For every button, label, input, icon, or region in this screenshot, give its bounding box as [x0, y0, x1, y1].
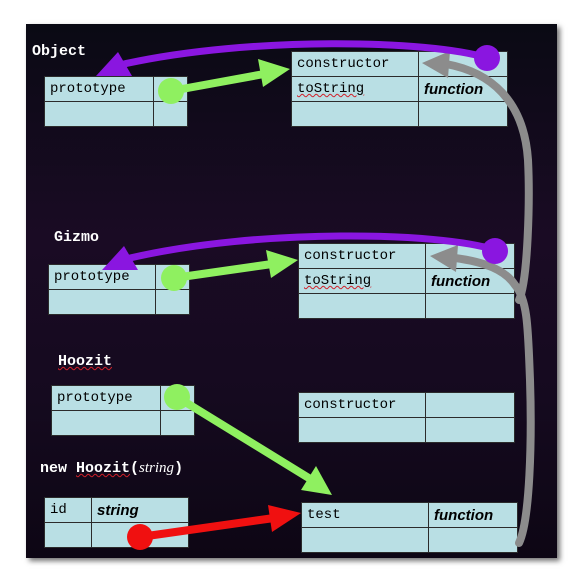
object-proto-tostring-value: function — [418, 76, 508, 102]
table-row: prototype — [51, 385, 195, 411]
object-prototype-value — [153, 76, 188, 102]
gizmo-function-table: prototype — [48, 264, 190, 315]
gizmo-proto-constructor-value — [425, 243, 515, 269]
object-prototype-table: constructor toString function — [291, 51, 508, 127]
table-row: id string — [44, 497, 189, 523]
empty-cell — [418, 101, 508, 127]
gizmo-prototype-value — [155, 264, 190, 290]
table-row — [48, 289, 190, 315]
new-hoozit-arg: string — [139, 460, 175, 476]
table-row: prototype — [48, 264, 190, 290]
object-proto-constructor-key: constructor — [291, 51, 419, 77]
empty-cell — [51, 410, 161, 436]
table-row — [44, 101, 188, 127]
empty-cell — [91, 522, 189, 548]
test-prototype-table: test function — [301, 502, 518, 553]
paren-open: ( — [130, 460, 140, 477]
gizmo-proto-tostring-key: toString — [298, 268, 426, 294]
hoozit-function-table: prototype — [51, 385, 195, 436]
hoozit-proto-constructor-value — [425, 392, 515, 418]
table-row — [291, 101, 508, 127]
empty-cell — [425, 293, 515, 319]
table-row — [298, 293, 515, 319]
hoozit-prototype-table: constructor — [298, 392, 515, 443]
table-row: constructor — [298, 392, 515, 418]
new-keyword: new — [40, 460, 77, 477]
test-key: test — [301, 502, 429, 528]
object-proto-constructor-value — [418, 51, 508, 77]
instance-table: id string — [44, 497, 189, 548]
new-hoozit-name: Hoozit — [76, 460, 131, 477]
object-function-table: prototype — [44, 76, 188, 127]
instance-id-key: id — [44, 497, 92, 523]
empty-cell — [44, 522, 92, 548]
empty-cell — [301, 527, 429, 553]
table-row — [44, 522, 189, 548]
hoozit-proto-constructor-key: constructor — [298, 392, 426, 418]
empty-cell — [160, 410, 195, 436]
table-row: prototype — [44, 76, 188, 102]
empty-cell — [298, 293, 426, 319]
table-row: toString function — [298, 268, 515, 294]
table-row — [301, 527, 518, 553]
table-row — [51, 410, 195, 436]
object-prototype-key: prototype — [44, 76, 154, 102]
empty-cell — [428, 527, 518, 553]
instance-id-value: string — [91, 497, 189, 523]
table-row — [298, 417, 515, 443]
empty-cell — [44, 101, 154, 127]
table-row: constructor — [298, 243, 515, 269]
empty-cell — [48, 289, 156, 315]
empty-cell — [153, 101, 188, 127]
hoozit-prototype-value — [160, 385, 195, 411]
table-row: constructor — [291, 51, 508, 77]
table-row: toString function — [291, 76, 508, 102]
gizmo-proto-tostring-value: function — [425, 268, 515, 294]
gizmo-prototype-key: prototype — [48, 264, 156, 290]
object-proto-tostring-key: toString — [291, 76, 419, 102]
test-value: function — [428, 502, 518, 528]
gizmo-prototype-table: constructor toString function — [298, 243, 515, 319]
new-hoozit-label: new Hoozit(string) — [40, 460, 183, 477]
empty-cell — [425, 417, 515, 443]
hoozit-label: Hoozit — [58, 353, 113, 370]
object-label: Object — [32, 43, 87, 60]
gizmo-proto-constructor-key: constructor — [298, 243, 426, 269]
empty-cell — [298, 417, 426, 443]
table-row: test function — [301, 502, 518, 528]
paren-close: ) — [174, 460, 184, 477]
hoozit-prototype-key: prototype — [51, 385, 161, 411]
gizmo-label: Gizmo — [54, 229, 100, 246]
empty-cell — [155, 289, 190, 315]
empty-cell — [291, 101, 419, 127]
